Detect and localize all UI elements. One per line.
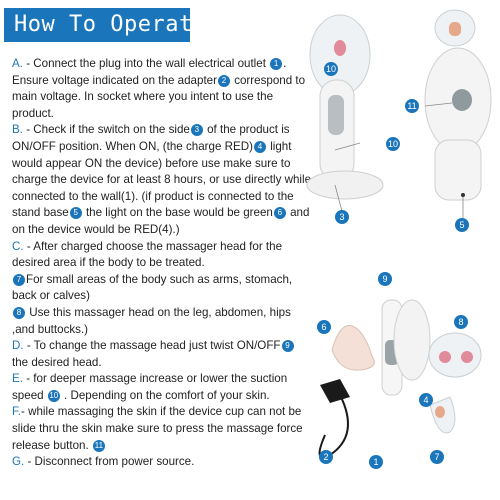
callout-1: 1 bbox=[369, 455, 383, 469]
number-badge: 2 bbox=[217, 74, 230, 87]
massager-device-side-view bbox=[424, 9, 492, 218]
title-banner: How To Operate: bbox=[4, 8, 220, 42]
callout-3: 3 bbox=[335, 210, 349, 224]
number-badge: 5 bbox=[69, 207, 82, 220]
callout-10-side: 10 bbox=[386, 137, 400, 151]
callout-11: 11 bbox=[405, 99, 419, 113]
step-a: A. - Connect the plug into the wall elec… bbox=[12, 57, 306, 120]
number-badge: 3 bbox=[190, 124, 203, 137]
step-c-head-8: 8 Use this massager head on the leg, abd… bbox=[12, 305, 291, 336]
callout-5: 5 bbox=[455, 218, 469, 232]
step-c: C. - After charged choose the massager h… bbox=[12, 239, 283, 270]
number-badge: 9 bbox=[281, 340, 294, 353]
massager-device-front-view bbox=[306, 14, 384, 216]
accessories-group bbox=[318, 299, 482, 459]
number-badge: 7 bbox=[13, 273, 25, 286]
page-title: How To Operate: bbox=[14, 12, 221, 37]
callout-6: 6 bbox=[317, 320, 331, 334]
number-badge: 11 bbox=[92, 439, 105, 452]
number-badge: 1 bbox=[270, 57, 283, 70]
number-badge: 4 bbox=[253, 140, 266, 153]
number-badge: 8 bbox=[13, 306, 25, 319]
callout-7: 7 bbox=[430, 450, 444, 464]
step-d: D. - To change the massage head just twi… bbox=[12, 338, 312, 371]
number-badge: 10 bbox=[47, 389, 60, 402]
callout-10: 10 bbox=[324, 62, 338, 76]
step-e: E. - for deeper massage increase or lowe… bbox=[12, 372, 288, 402]
step-g: G. - Disconnect from power source. bbox=[12, 455, 195, 469]
callout-2: 2 bbox=[319, 450, 333, 464]
instructions-text: A. - Connect the plug into the wall elec… bbox=[12, 56, 312, 471]
callout-4: 4 bbox=[419, 393, 433, 407]
step-f: F.- while massaging the skin if the devi… bbox=[12, 405, 303, 452]
number-badge: 6 bbox=[273, 207, 286, 220]
callout-8: 8 bbox=[454, 315, 468, 329]
callout-9: 9 bbox=[378, 272, 392, 286]
